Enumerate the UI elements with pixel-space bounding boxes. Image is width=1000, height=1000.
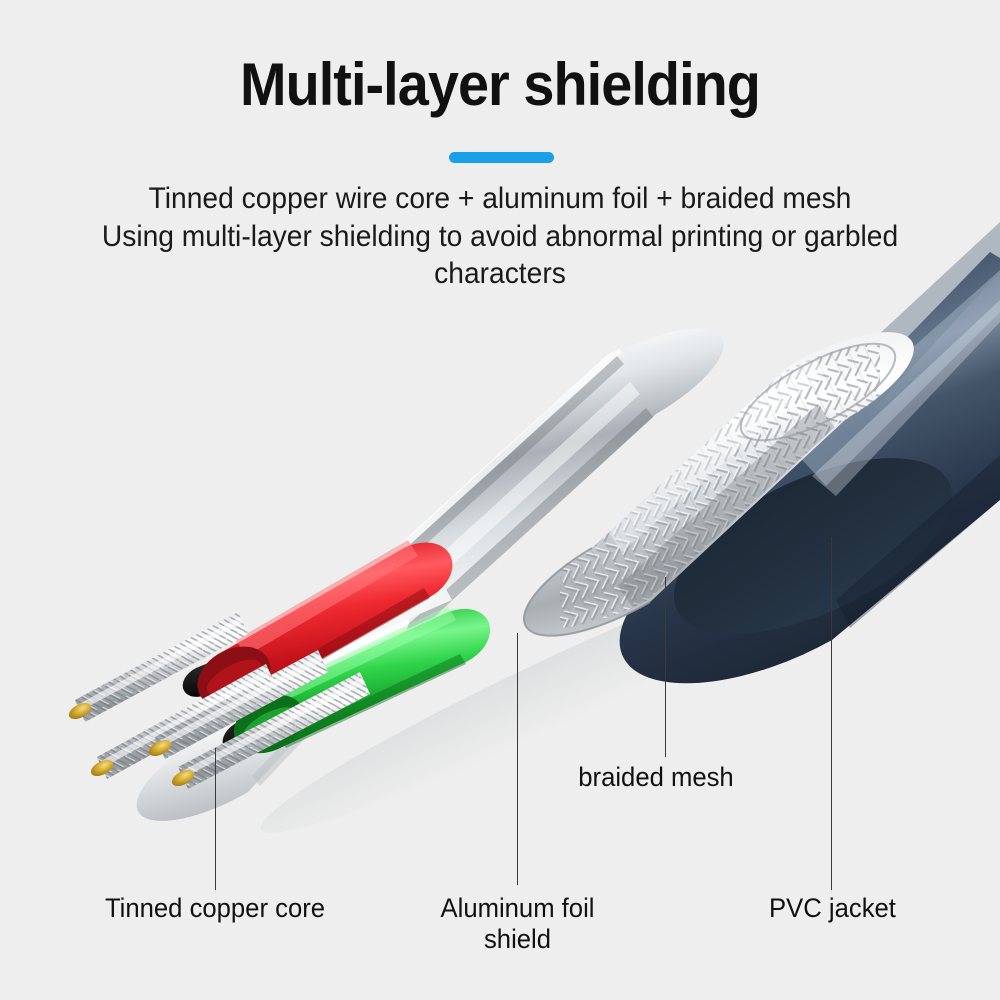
strand-bundle	[68, 612, 248, 722]
strand-bundle	[148, 650, 328, 759]
accent-bar	[449, 152, 554, 163]
page-title: Multi-layer shielding	[240, 51, 761, 118]
leader-line-tinned-copper-core	[215, 748, 216, 890]
callout-label-tinned-copper-core: Tinned copper core	[104, 893, 326, 923]
subtitle-block: Tinned copper wire core + aluminum foil …	[68, 180, 933, 293]
callout-label-pvc-jacket: PVC jacket	[769, 893, 896, 923]
callout-label-braided-mesh: braided mesh	[578, 762, 734, 792]
subtitle-line-2: Using multi-layer shielding to avoid abn…	[101, 219, 899, 291]
leader-line-pvc-jacket	[831, 537, 832, 890]
strand-bundle	[171, 672, 370, 789]
subtitle-line-1: Tinned copper wire core + aluminum foil …	[148, 182, 852, 215]
tinned-copper-strands	[68, 612, 370, 789]
callout-label-aluminum-foil-shield: Aluminum foil shield	[440, 893, 595, 955]
leader-line-braided-mesh	[665, 577, 666, 757]
leader-line-aluminum-foil-shield	[517, 633, 518, 885]
